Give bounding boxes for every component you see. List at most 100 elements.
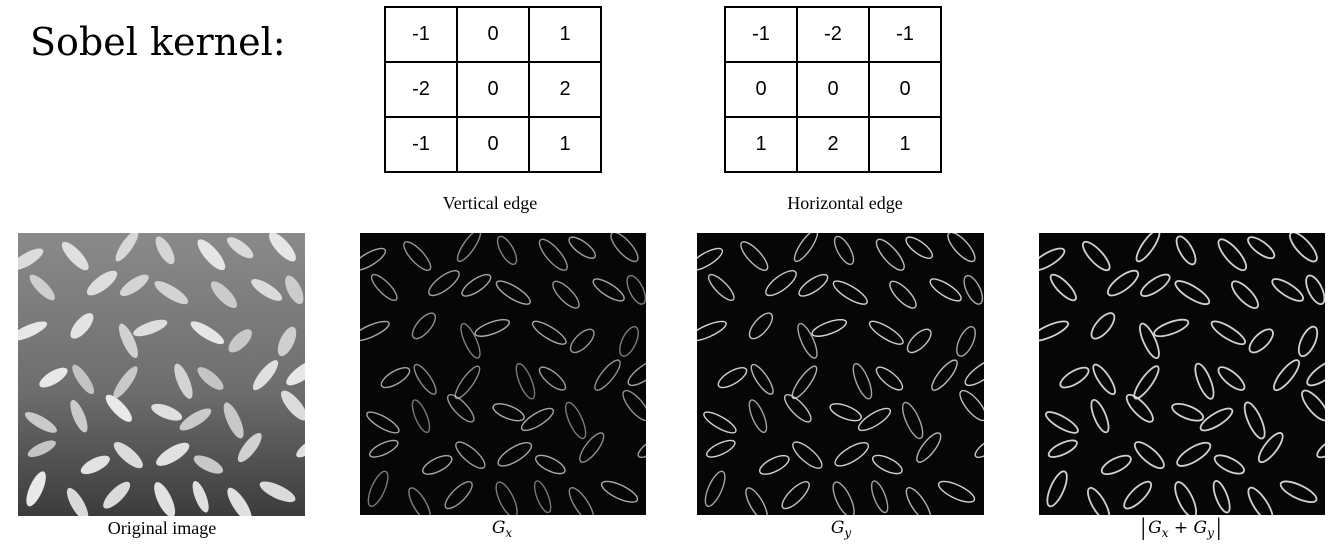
- rice-grain: [474, 318, 511, 337]
- rice-grain: [1059, 366, 1090, 389]
- rice-grain: [444, 481, 473, 510]
- rice-grain: [411, 312, 437, 340]
- rice-grain: [1044, 411, 1079, 434]
- rice-grain: [1176, 441, 1212, 467]
- rice-grain: [367, 470, 389, 508]
- magnitude-image-canvas: [1039, 233, 1325, 515]
- rice-grain: [1174, 280, 1211, 306]
- kernel-cell: 1: [528, 116, 602, 173]
- rice-grain: [1217, 238, 1248, 272]
- rice-grain: [154, 281, 189, 305]
- rice-grain: [1217, 366, 1246, 391]
- kernel-row: 1 2 1: [724, 116, 942, 173]
- rice-grain: [520, 407, 555, 432]
- rice-grain: [1248, 328, 1274, 354]
- rice-grain: [781, 481, 810, 510]
- rice-grain: [1212, 480, 1231, 514]
- rice-grain: [1135, 233, 1161, 263]
- rice-grain: [857, 407, 892, 432]
- rice-grain: [705, 439, 736, 458]
- rice-grain: [740, 241, 769, 271]
- rice-grain: [1247, 486, 1274, 515]
- rice-grain: [797, 322, 818, 359]
- kernel-row: -1 -2 -1: [724, 6, 942, 63]
- rice-grain: [18, 321, 48, 341]
- rice-grain: [370, 273, 398, 302]
- rice-grain: [281, 390, 305, 421]
- rice-grain: [1199, 407, 1234, 432]
- rice-grain: [1100, 454, 1132, 476]
- rice-grain: [798, 273, 829, 297]
- kernel-cell: 0: [796, 61, 870, 118]
- kernel-cell: 2: [528, 61, 602, 118]
- rice-grain: [154, 482, 176, 516]
- kernel-cell: 1: [868, 116, 942, 173]
- rice-grain: [622, 389, 646, 422]
- kernel-cell: 0: [456, 61, 530, 118]
- kernel-cell: -1: [384, 6, 458, 63]
- rice-grain: [868, 320, 904, 345]
- rice-grain: [179, 408, 212, 431]
- rice-grain: [1257, 432, 1284, 464]
- rice-grain: [428, 270, 460, 297]
- rice-grain: [748, 312, 774, 340]
- rice-grain: [86, 270, 118, 296]
- rice-grain: [745, 487, 768, 515]
- kernel-cell: -1: [868, 6, 942, 63]
- rice-grain: [538, 238, 568, 271]
- rice-grain: [192, 480, 209, 513]
- rice-grain: [906, 328, 932, 354]
- rice-grain: [1090, 312, 1116, 340]
- rice-grain: [759, 454, 790, 475]
- original-image-caption: Original image: [107, 518, 217, 538]
- rice-grain: [360, 247, 387, 272]
- kernel-cell: 1: [528, 6, 602, 63]
- rice-grain: [1090, 399, 1110, 434]
- rice-grain: [24, 412, 57, 433]
- rice-grain: [1087, 487, 1111, 515]
- rice-grain: [1153, 318, 1190, 338]
- kernel-cell: 0: [868, 61, 942, 118]
- horizontal-edge-kernel-table: -1 -2 -1 0 0 0 1 2 1: [724, 6, 942, 173]
- rice-grain: [1039, 247, 1066, 272]
- rice-grain: [1194, 362, 1215, 400]
- rice-grain: [1297, 325, 1319, 358]
- rice-grain: [118, 323, 138, 359]
- rice-grain: [72, 364, 95, 395]
- vertical-edge-kernel-table: -1 0 1 -2 0 2 -1 0 1: [384, 6, 602, 173]
- rice-grain: [791, 365, 818, 400]
- rice-grain: [1210, 320, 1246, 346]
- kernel-row: -1 0 1: [384, 116, 602, 173]
- rice-grain: [750, 363, 774, 395]
- rice-grain: [792, 441, 823, 469]
- rice-grain: [717, 366, 748, 389]
- rice-grain: [460, 322, 481, 359]
- rice-grain: [637, 436, 646, 459]
- rice-grain: [29, 274, 55, 301]
- rice-grain: [496, 235, 518, 265]
- rice-grain: [931, 359, 958, 391]
- horizontal-edge-caption: Horizontal edge: [787, 193, 903, 213]
- rice-grain: [600, 480, 639, 503]
- rice-grain: [227, 237, 254, 259]
- rice-grain: [151, 403, 183, 421]
- rice-grain: [905, 236, 934, 259]
- rice-grain: [197, 367, 224, 390]
- kernel-row: -1 0 1: [384, 6, 602, 63]
- rice-grain: [937, 480, 976, 503]
- rice-grain: [697, 247, 724, 272]
- rice-grain: [833, 235, 855, 265]
- gx-caption: Gx: [491, 518, 513, 540]
- rice-grain: [413, 363, 437, 395]
- rice-grain: [495, 280, 531, 305]
- rice-grain: [103, 481, 131, 509]
- rice-grain: [1213, 454, 1245, 475]
- rice-grain: [534, 454, 566, 475]
- rice-grain: [454, 365, 481, 400]
- rice-grain: [875, 366, 904, 391]
- rice-grain: [568, 236, 597, 259]
- rice-grain: [237, 432, 262, 463]
- rice-grain: [285, 275, 304, 305]
- rice-grain: [61, 241, 89, 271]
- rice-grain: [832, 481, 855, 515]
